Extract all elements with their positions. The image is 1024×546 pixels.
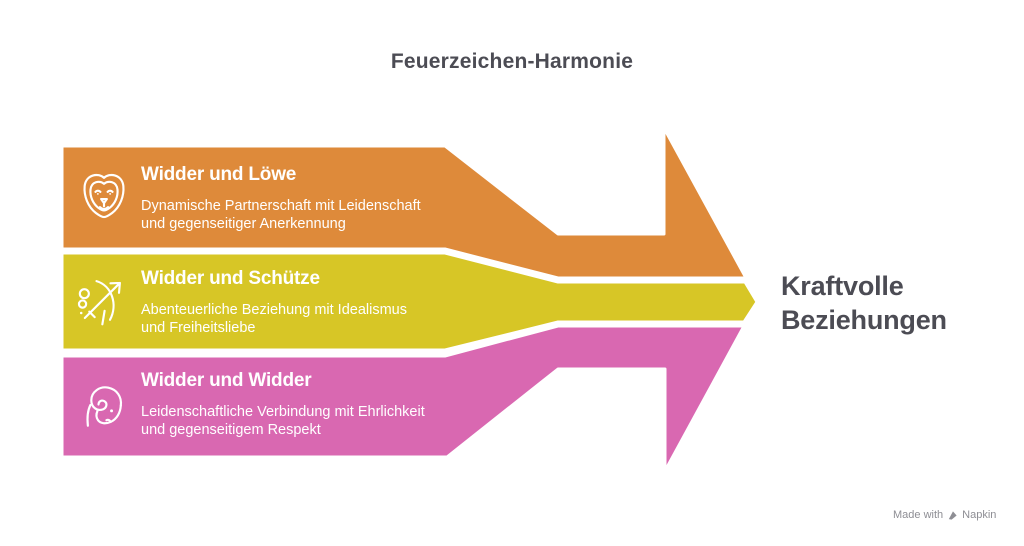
aries-icon — [76, 378, 130, 432]
band-description-line: Dynamische Partnerschaft mit Leidenschaf… — [141, 198, 421, 214]
band-description: Abenteuerliche Beziehung mit Idealismus … — [141, 301, 481, 337]
watermark-prefix: Made with — [893, 509, 944, 521]
band-description: Dynamische Partnerschaft mit Leidenschaf… — [141, 197, 481, 233]
napkin-logo-icon — [948, 510, 957, 520]
watermark[interactable]: Made with Napkin — [893, 509, 996, 521]
band-heading: Widder und Widder — [141, 370, 312, 391]
watermark-brand: Napkin — [962, 509, 997, 521]
band-description-line: und gegenseitiger Anerkennung — [141, 216, 346, 232]
band-heading: Widder und Schütze — [141, 268, 320, 289]
band-description-line: und Freiheitsliebe — [141, 320, 256, 336]
band-shape-widder-schuetze — [60, 251, 759, 352]
band-description: Leidenschaftliche Verbindung mit Ehrlich… — [141, 403, 481, 439]
leo-icon — [77, 168, 131, 222]
page-title: Feuerzeichen-Harmonie — [390, 50, 634, 73]
band-description-line: Abenteuerliche Beziehung mit Idealismus — [141, 302, 407, 318]
band-shape-widder-loewe — [60, 126, 748, 280]
band-shape-widder-widder — [60, 324, 746, 473]
result-label-line: Beziehungen — [781, 305, 947, 335]
band-heading: Widder und Löwe — [141, 164, 297, 185]
result-label: Kraftvolle Beziehungen — [781, 269, 1001, 337]
band-description-line: und gegenseitigem Respekt — [141, 422, 321, 438]
band-widder-widder: Widder und Widder Leidenschaftliche Verb… — [141, 369, 481, 439]
result-label-line: Kraftvolle — [781, 271, 904, 301]
band-description-line: Leidenschaftliche Verbindung mit Ehrlich… — [141, 404, 425, 420]
sagittarius-icon — [74, 273, 128, 327]
band-widder-loewe: Widder und Löwe Dynamische Partnerschaft… — [141, 163, 481, 233]
band-widder-schuetze: Widder und Schütze Abenteuerliche Bezieh… — [141, 267, 481, 337]
